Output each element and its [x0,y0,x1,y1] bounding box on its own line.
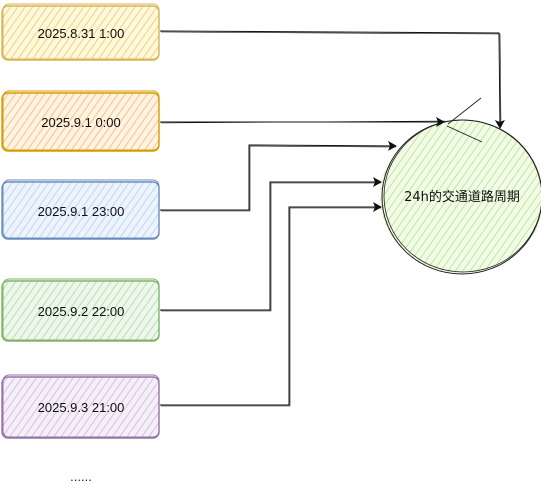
connector-5 [160,202,382,407]
time-box-1[interactable]: 2025.8.31 1:00 [1,3,160,61]
time-box-2-label: 2025.9.1 0:00 [41,115,121,130]
connector-3 [160,140,397,212]
more-items-ellipsis: ...... [70,469,92,484]
time-box-5-label: 2025.9.3 21:00 [38,400,125,415]
connector-2 [160,117,446,127]
time-box-2[interactable]: 2025.9.1 0:00 [1,90,160,152]
traffic-cycle-label: 24h的交通道路周期 [404,189,520,205]
connector-4 [160,177,382,312]
connector-1 [159,30,505,129]
time-box-1-label: 2025.8.31 1:00 [38,26,125,41]
time-box-4-label: 2025.9.2 22:00 [38,304,125,319]
traffic-cycle-node[interactable]: 24h的交通道路周期 [380,97,541,275]
time-box-5[interactable]: 2025.9.3 21:00 [1,374,160,439]
time-box-3[interactable]: 2025.9.1 23:00 [1,179,160,240]
time-box-4[interactable]: 2025.9.2 22:00 [1,278,160,342]
time-box-3-label: 2025.9.1 23:00 [38,204,125,219]
